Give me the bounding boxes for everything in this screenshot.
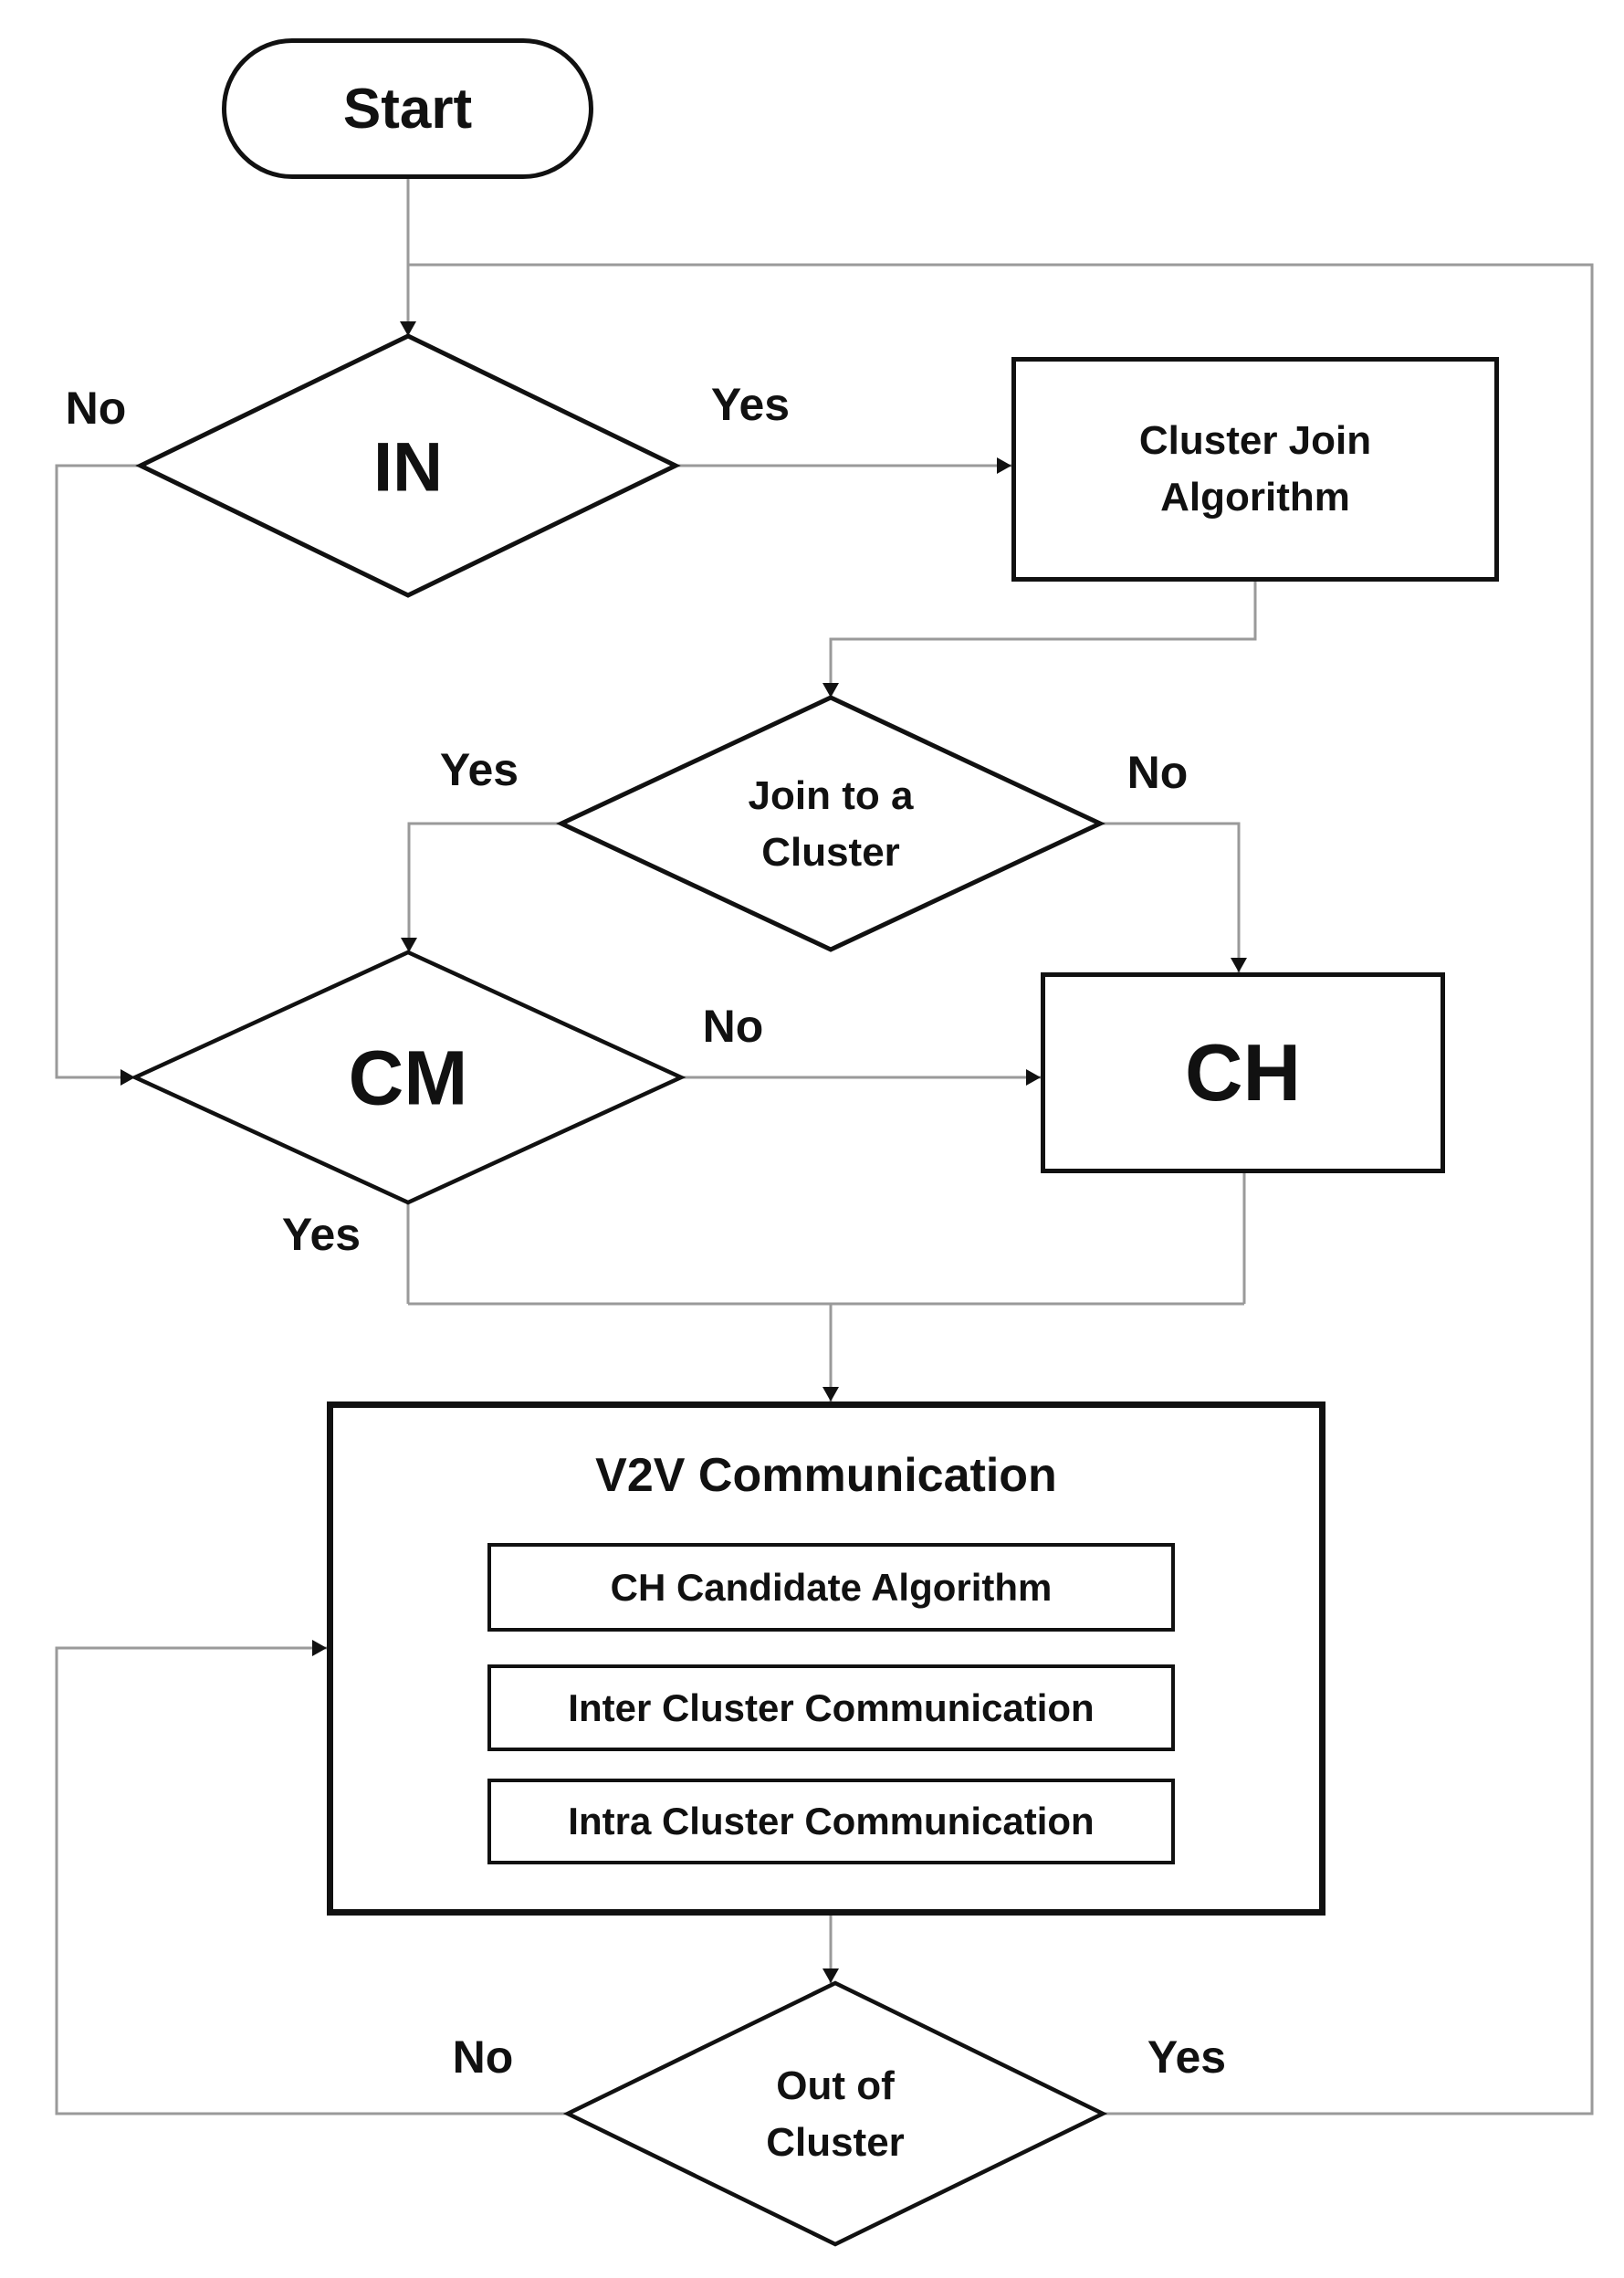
cm-decision-label: CM [348, 1034, 468, 1121]
arrowhead-into-cluster-join-left [997, 457, 1011, 474]
out-of-cluster-label: Out of Cluster [766, 2058, 905, 2171]
ch-candidate-algorithm-label: CH Candidate Algorithm [610, 1565, 1053, 1609]
in-decision-diamond [135, 333, 681, 598]
arrowhead-into-join-top [822, 683, 839, 698]
edge-out-no-return-to-v2v [55, 1646, 568, 2115]
start-terminator: Start [222, 38, 593, 179]
intra-cluster-communication-label: Intra Cluster Communication [568, 1800, 1095, 1842]
edge-label-out-yes: Yes [1147, 2031, 1227, 2083]
edge-join-no-to-ch [1100, 822, 1241, 972]
arrowhead-into-in-top [400, 321, 416, 336]
arrowhead-into-v2v-left [312, 1640, 327, 1656]
in-decision-label: IN [373, 428, 443, 507]
out-of-cluster-line2: Cluster [766, 2120, 905, 2165]
cm-decision-diamond [130, 950, 686, 1205]
arrowhead-into-cm-top [401, 938, 417, 952]
v2v-communication-box: V2V Communication CH Candidate Algorithm… [327, 1401, 1325, 1916]
arrowhead-into-v2v-top [822, 1387, 839, 1401]
edge-label-join-no: No [1126, 747, 1189, 798]
arrowhead-into-out-top [822, 1968, 839, 1983]
edge-label-in-yes: Yes [710, 379, 791, 430]
ch-label: CH [1184, 1027, 1302, 1118]
edge-label-out-no: No [452, 2031, 514, 2083]
ch-candidate-algorithm-box: CH Candidate Algorithm [487, 1543, 1175, 1632]
arrowhead-into-ch-top [1231, 958, 1247, 972]
out-of-cluster-line1: Out of [776, 2063, 895, 2108]
edge-out-yes-return-loop [408, 263, 1594, 2115]
cluster-join-line1: Cluster Join [1138, 418, 1372, 463]
join-to-a-cluster-label: Join to a Cluster [749, 768, 914, 881]
arrowhead-into-cm-left [120, 1069, 135, 1086]
inter-cluster-communication-box: Inter Cluster Communication [487, 1664, 1175, 1751]
edge-label-in-no: No [65, 383, 127, 434]
edge-label-join-yes: Yes [439, 744, 519, 795]
join-to-a-cluster-line2: Cluster [761, 830, 900, 875]
edge-join-yes-to-cm [407, 822, 561, 952]
arrowhead-into-ch-left [1026, 1069, 1041, 1086]
edge-label-cm-yes: Yes [281, 1209, 361, 1260]
ch-box: CH [1041, 972, 1445, 1173]
edge-label-cm-no: No [702, 1001, 764, 1052]
inter-cluster-communication-label: Inter Cluster Communication [568, 1685, 1095, 1729]
join-to-a-cluster-line1: Join to a [748, 773, 914, 818]
cluster-join-line2: Algorithm [1160, 475, 1350, 520]
cluster-join-algorithm-box: Cluster Join Algorithm [1011, 357, 1499, 582]
out-of-cluster-diamond [562, 1980, 1108, 2247]
join-to-a-cluster-diamond [556, 695, 1105, 952]
intra-cluster-communication-box: Intra Cluster Communication [487, 1779, 1175, 1864]
start-label: Start [342, 77, 473, 141]
edge-in-no-to-cm [55, 464, 141, 1079]
v2v-communication-title: V2V Communication [595, 1449, 1057, 1502]
edge-cluster-join-to-join-decision [829, 582, 1257, 698]
